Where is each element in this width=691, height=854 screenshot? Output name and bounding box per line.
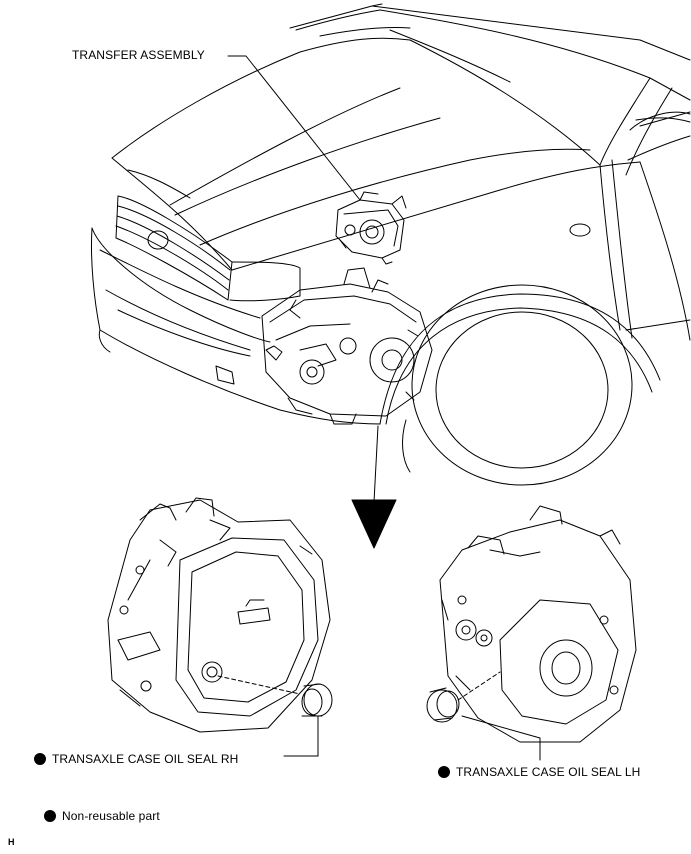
exploded-view-arrow (351, 425, 397, 549)
non-reusable-bullet-icon (34, 753, 46, 765)
oil-seal-lh-drawing (426, 671, 541, 761)
transfer-assembly-label: TRANSFER ASSEMBLY (72, 48, 205, 62)
transaxle-installed-drawing (261, 267, 433, 425)
vehicle-outline (90, 3, 691, 486)
legend-non-reusable-text: Non-reusable part (62, 809, 160, 823)
transaxle-case-rh-side-drawing (107, 497, 331, 733)
transfer-leader-line (227, 55, 361, 201)
corner-code: H (8, 837, 15, 847)
oil-seal-rh-drawing (217, 675, 333, 757)
legend-non-reusable: Non-reusable part (44, 809, 160, 823)
non-reusable-bullet-icon (438, 766, 450, 778)
transfer-assembly-drawing (335, 191, 407, 265)
oil-seal-lh-text: TRANSAXLE CASE OIL SEAL LH (456, 765, 641, 779)
oil-seal-rh-label: TRANSAXLE CASE OIL SEAL RH (34, 752, 238, 766)
transaxle-case-lh-side-drawing (439, 505, 637, 743)
oil-seal-rh-text: TRANSAXLE CASE OIL SEAL RH (52, 752, 239, 766)
oil-seal-lh-label: TRANSAXLE CASE OIL SEAL LH (438, 765, 640, 779)
non-reusable-bullet-icon (44, 810, 56, 822)
